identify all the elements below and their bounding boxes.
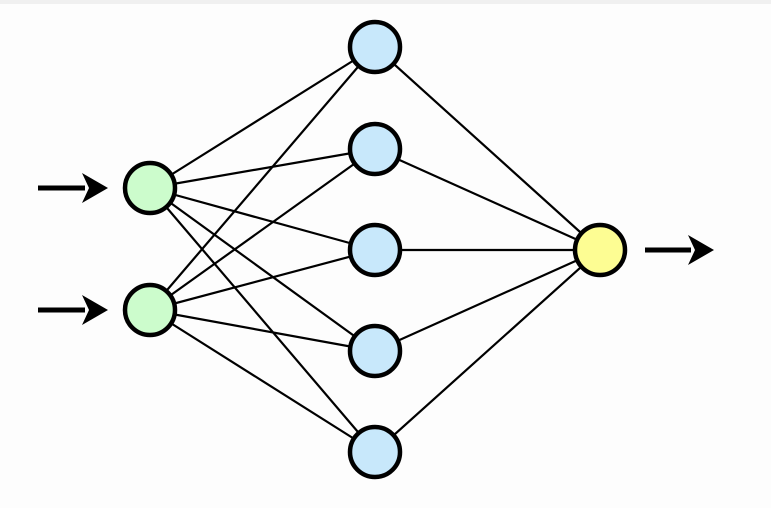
edge-i1-h3 [148, 186, 377, 252]
edge-i1-h5 [148, 186, 377, 454]
edge-h1-o1 [373, 45, 602, 252]
top-edge-band [0, 0, 771, 4]
node-h1[interactable] [347, 19, 403, 75]
node-o1[interactable] [572, 222, 628, 278]
edge-i2-h2 [148, 147, 377, 312]
input-arrow-2-head [82, 295, 108, 325]
node-h2[interactable] [347, 121, 403, 177]
edge-i1-h1 [148, 45, 377, 190]
node-i1[interactable] [122, 160, 178, 216]
node-h5[interactable] [347, 424, 403, 480]
arrows-group [38, 173, 714, 325]
edge-h4-o1 [373, 248, 602, 353]
edge-i1-h2 [148, 147, 377, 190]
input-arrow-1-head [82, 173, 108, 203]
node-h4[interactable] [347, 323, 403, 379]
nodes-group [122, 19, 628, 480]
edge-i2-h3 [148, 248, 377, 312]
edge-i2-h5 [148, 308, 377, 454]
output-arrow-1-head [688, 235, 714, 265]
edge-i2-h4 [148, 308, 377, 353]
edges-group [148, 45, 602, 454]
edge-i2-h1 [148, 45, 377, 312]
node-h3[interactable] [347, 222, 403, 278]
edge-h5-o1 [373, 248, 602, 454]
node-i2[interactable] [122, 282, 178, 338]
edge-i1-h4 [148, 186, 377, 353]
edge-h2-o1 [373, 147, 602, 252]
